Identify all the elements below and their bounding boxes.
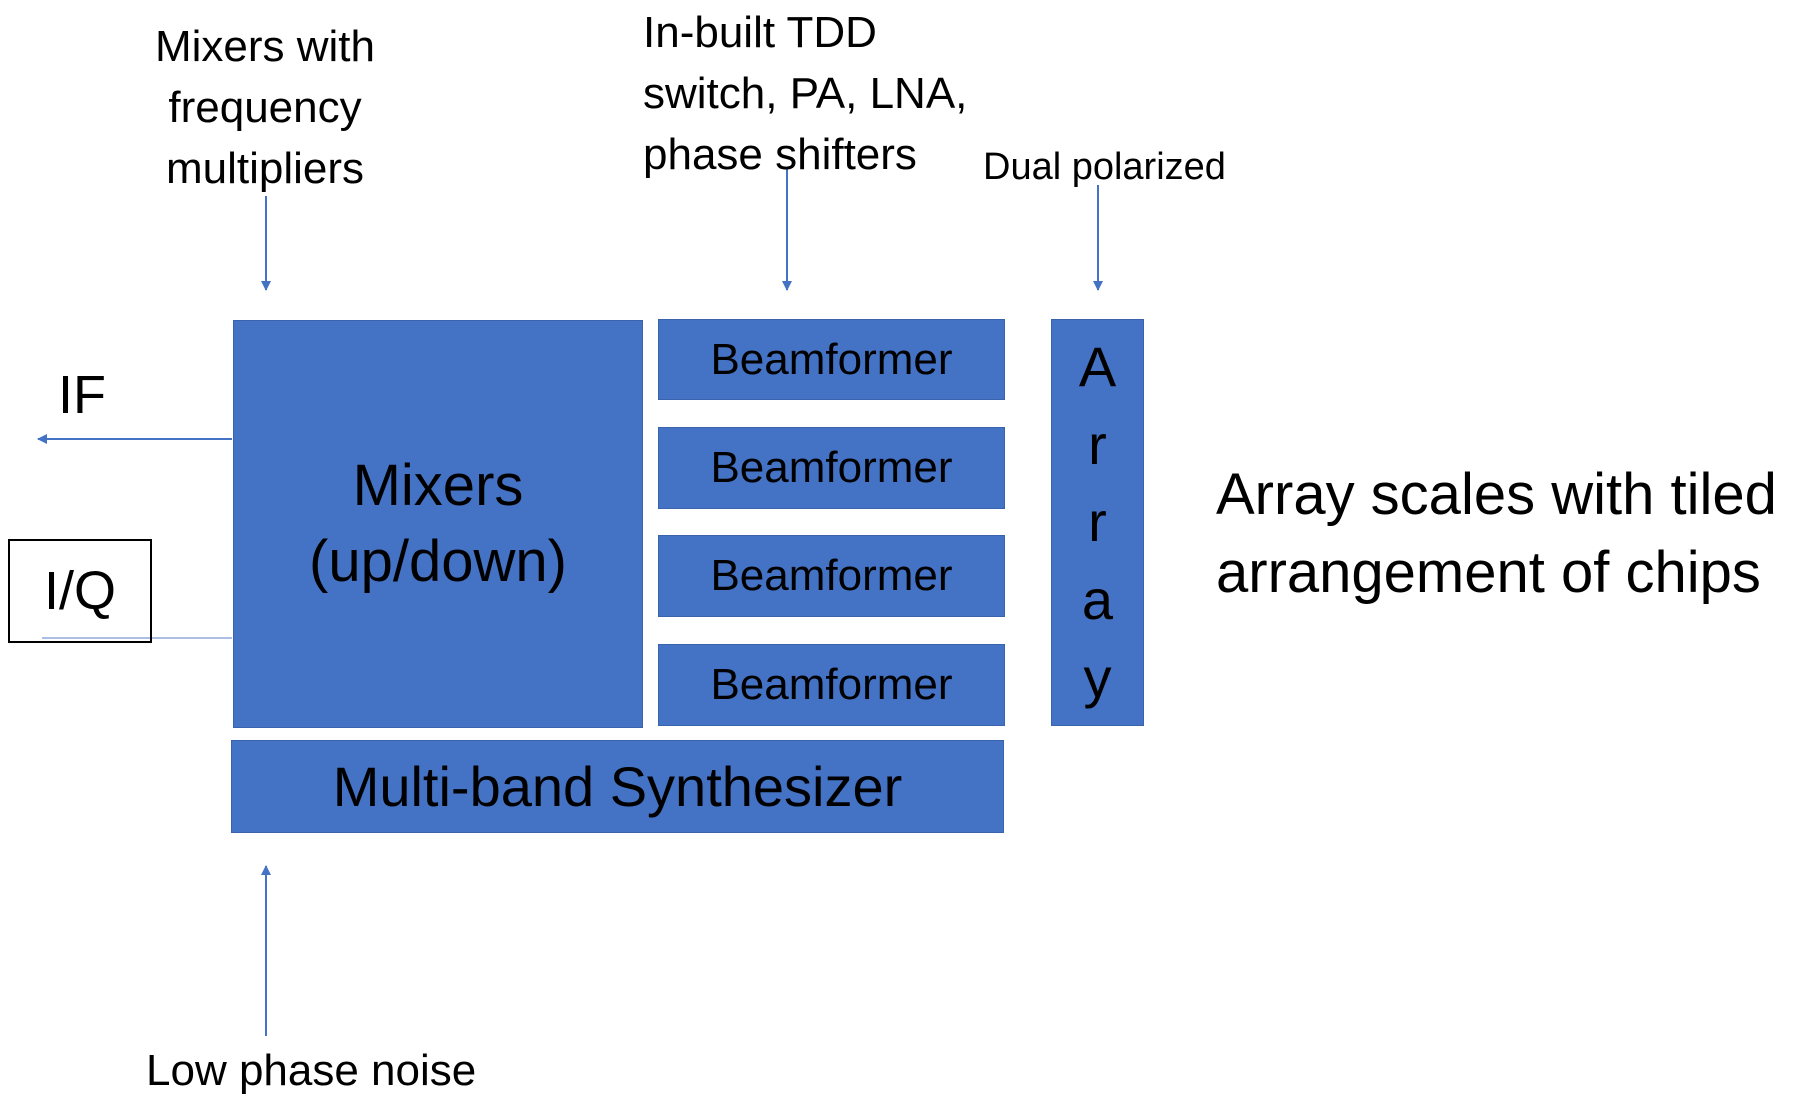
mixers-annotation: Mixers with frequency multipliers xyxy=(140,16,390,199)
beamformer-annotation-line: In-built TDD xyxy=(643,8,877,57)
mixers-block: Mixers (up/down) xyxy=(233,320,643,728)
mixers-annotation-line: frequency xyxy=(168,83,362,132)
beamformer-block: Beamformer xyxy=(658,644,1005,726)
scaling-annotation-line: Array scales with tiled xyxy=(1216,462,1777,527)
scaling-annotation: Array scales with tiled arrangement of c… xyxy=(1216,456,1777,612)
mixers-annotation-line: Mixers with xyxy=(154,22,376,71)
beamformer-block: Beamformer xyxy=(658,319,1005,400)
beamformer-annotation-line: phase shifters xyxy=(643,130,917,179)
synthesizer-block: Multi-band Synthesizer xyxy=(231,740,1004,833)
array-letter: a xyxy=(1081,568,1114,632)
mixers-block-line: Mixers xyxy=(352,453,524,518)
array-letter: y xyxy=(1083,646,1112,710)
mixers-annotation-line: multipliers xyxy=(165,144,365,193)
array-letter: r xyxy=(1088,490,1107,554)
array-annotation: Dual polarized xyxy=(983,146,1226,188)
mixers-block-line: (up/down) xyxy=(309,529,567,594)
beamformer-annotation-line: switch, PA, LNA, xyxy=(643,69,968,118)
if-label: IF xyxy=(58,365,106,425)
beamformer-block: Beamformer xyxy=(658,535,1005,617)
array-letter: r xyxy=(1088,412,1107,476)
array-block: A r r a y xyxy=(1051,319,1144,726)
iq-label: I/Q xyxy=(43,561,116,621)
scaling-annotation-line: arrangement of chips xyxy=(1216,540,1761,605)
iq-box: I/Q xyxy=(8,539,152,643)
beamformer-annotation: In-built TDD switch, PA, LNA, phase shif… xyxy=(643,2,967,185)
array-letter: A xyxy=(1078,334,1117,398)
synthesizer-annotation: Low phase noise xyxy=(146,1046,477,1095)
beamformer-block: Beamformer xyxy=(658,427,1005,509)
